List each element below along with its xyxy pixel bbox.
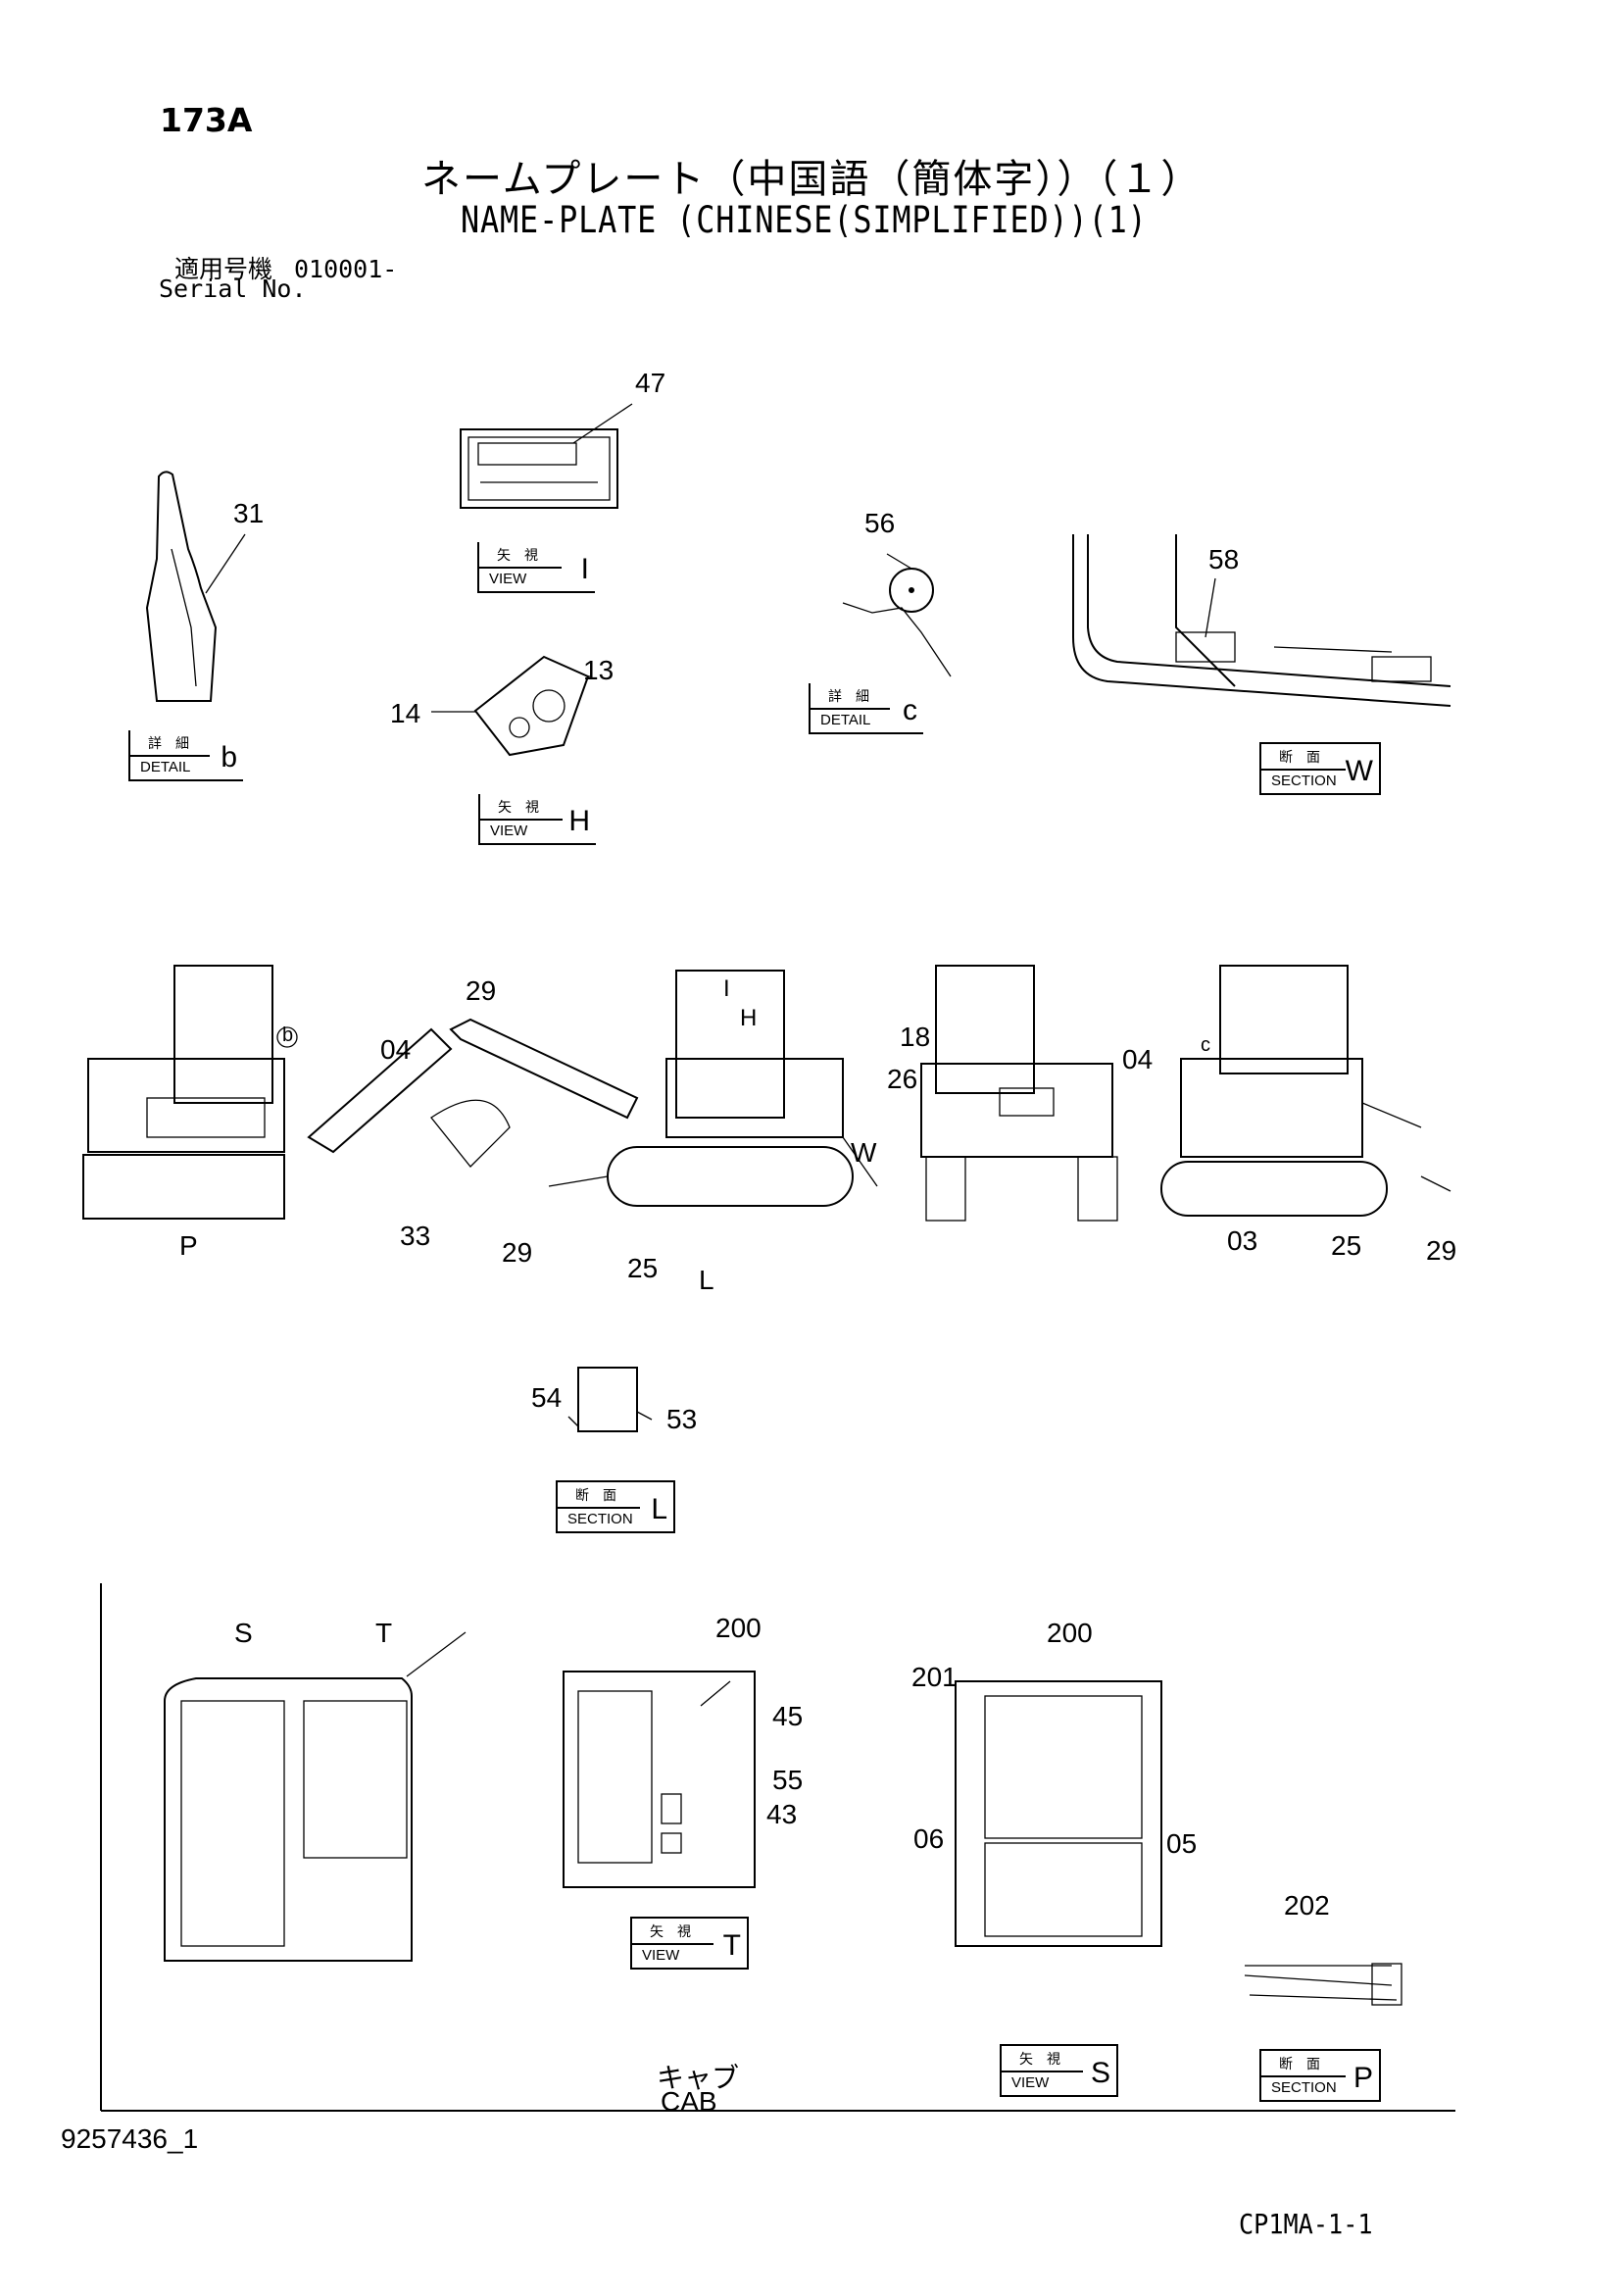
cab-side-drawing (164, 1631, 467, 1962)
section-label-l: 断面 SECTION L (556, 1480, 675, 1533)
callout-200-a: 200 (715, 1613, 762, 1643)
view-arrow-t: T (375, 1618, 393, 1648)
section-l-drawing (567, 1367, 653, 1432)
callout-45: 45 (772, 1701, 804, 1731)
view-label-h: 矢視 VIEW H (478, 794, 596, 845)
callout-25-a: 25 (627, 1253, 659, 1283)
detail-label-c: 詳細 DETAIL c (809, 683, 923, 734)
section-label-p: 断面 SECTION P (1259, 2049, 1381, 2102)
callout-14: 14 (390, 698, 421, 728)
view-label-t: 矢視 VIEW T (630, 1917, 749, 1970)
callout-33: 33 (400, 1221, 431, 1251)
view-arrow-l: L (699, 1265, 714, 1295)
nameplate-47-drawing (460, 403, 633, 509)
lever-drawing (145, 471, 246, 702)
callout-47: 47 (635, 368, 666, 398)
detail-label-b: 詳細 DETAIL b (128, 730, 243, 781)
callout-201: 201 (911, 1662, 958, 1692)
drawing-number: 9257436_1 (61, 2123, 199, 2154)
section-p-drawing (1244, 1963, 1402, 2006)
view-arrow-w: W (851, 1137, 877, 1168)
machine-rear-view-drawing (82, 965, 298, 1220)
callout-05: 05 (1166, 1828, 1198, 1859)
view-arrow-i: I (723, 975, 730, 1002)
serial-value: 010001- (293, 255, 398, 283)
callout-55: 55 (772, 1765, 804, 1795)
view-h-drawing (431, 655, 590, 757)
cab-view-t-drawing (563, 1671, 756, 1888)
cab-label-en: CAB (661, 2086, 717, 2117)
cab-view-s-drawing (955, 1680, 1162, 1947)
view-arrow-p: P (179, 1230, 198, 1261)
callout-29-b: 29 (502, 1237, 533, 1268)
callout-43: 43 (766, 1799, 798, 1829)
callout-53: 53 (666, 1404, 698, 1434)
detail-c-drawing (842, 553, 952, 677)
callout-202: 202 (1284, 1890, 1330, 1921)
callout-31: 31 (233, 498, 265, 528)
callout-25-b: 25 (1331, 1230, 1362, 1261)
callout-58: 58 (1208, 544, 1240, 574)
callout-200-b: 200 (1047, 1618, 1093, 1648)
view-arrow-b: b (282, 1024, 294, 1046)
callout-06: 06 (913, 1823, 945, 1854)
callout-29-c: 29 (1426, 1235, 1457, 1266)
sheet-code: CP1MA-1-1 (1239, 2208, 1373, 2240)
callout-04-b: 04 (1122, 1044, 1154, 1074)
title-english: NAME-PLATE (CHINESE(SIMPLIFIED))(1) (461, 199, 1148, 241)
view-arrow-h: H (740, 1005, 758, 1031)
view-arrow-c: c (1201, 1034, 1210, 1056)
machine-side-view-drawing (307, 970, 878, 1207)
callout-26: 26 (887, 1064, 918, 1094)
callout-13: 13 (583, 655, 615, 685)
page-code: 173A (160, 101, 253, 139)
machine-front-view-drawing (920, 965, 1118, 1222)
serial-label-jp: 適用号機 (174, 255, 273, 283)
view-label-i: 矢視 VIEW I (477, 542, 595, 593)
section-label-w: 断面 SECTION W (1259, 742, 1381, 795)
view-label-s: 矢視 VIEW S (1000, 2044, 1118, 2097)
serial-label-en: Serial No. (159, 275, 307, 303)
callout-29-a: 29 (466, 975, 497, 1006)
section-w-drawing (1072, 534, 1451, 707)
callout-03: 03 (1227, 1225, 1258, 1256)
title-japanese: ネームプレート（中国語（簡体字））（１） (421, 157, 1203, 202)
callout-56: 56 (864, 508, 896, 538)
serial-line: 適用号機 010001- (174, 250, 397, 285)
callout-18: 18 (900, 1022, 931, 1052)
callout-04-a: 04 (380, 1034, 412, 1065)
machine-quarter-view-drawing (1160, 965, 1451, 1217)
callout-54: 54 (531, 1382, 563, 1413)
view-arrow-s: S (234, 1618, 253, 1648)
cab-label-jp: キャブ (657, 2062, 740, 2094)
